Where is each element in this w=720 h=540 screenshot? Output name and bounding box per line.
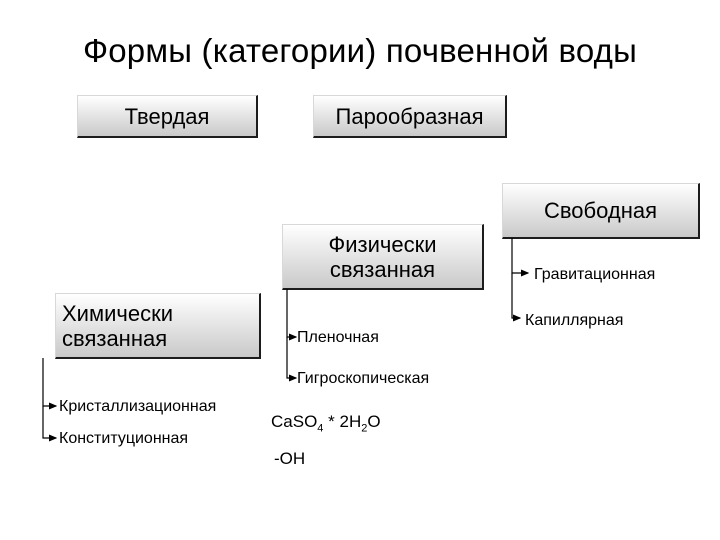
box-chemical-label: Химически связанная (62, 300, 173, 351)
box-free-label: Свободная (543, 198, 658, 223)
box-solid: Твердая (77, 95, 258, 138)
formula-part3: O (367, 412, 381, 431)
box-solid-label: Твердая (124, 103, 210, 129)
chemical-connector (42, 358, 58, 410)
box-vapor-label: Парообразная (335, 103, 484, 129)
leaf-hygroscopic: Гигроскопическая (297, 370, 430, 387)
free-connector-2 (511, 273, 522, 322)
free-connector (511, 238, 530, 277)
box-free: Свободная (502, 183, 700, 239)
box-vapor: Парообразная (313, 95, 507, 138)
formula-part1: CaSO (271, 412, 318, 431)
formula-hydroxyl: -OH (274, 449, 306, 468)
diagram-title: Формы (категории) почвенной воды (82, 32, 638, 69)
formula-gypsum: CaSO4 * 2H2O (271, 412, 381, 434)
leaf-film: Пленочная (297, 329, 379, 346)
leaf-capillary: Капиллярная (525, 312, 624, 329)
box-physical: Физически связанная (282, 224, 484, 290)
physical-connector-2 (286, 337, 298, 382)
formula-sub2: 2 (361, 422, 368, 435)
box-physical-label: Физически связанная (328, 231, 437, 282)
leaf-constitutional: Конституционная (59, 430, 189, 447)
chemical-connector-2 (42, 406, 58, 442)
leaf-crystallization: Кристаллизационная (59, 398, 217, 415)
physical-connector (286, 289, 298, 341)
formula-part2: * 2H (323, 412, 362, 431)
box-chemical: Химически связанная (55, 293, 261, 359)
formula-sub1: 4 (317, 422, 324, 435)
leaf-gravitational: Гравитационная (534, 266, 656, 283)
